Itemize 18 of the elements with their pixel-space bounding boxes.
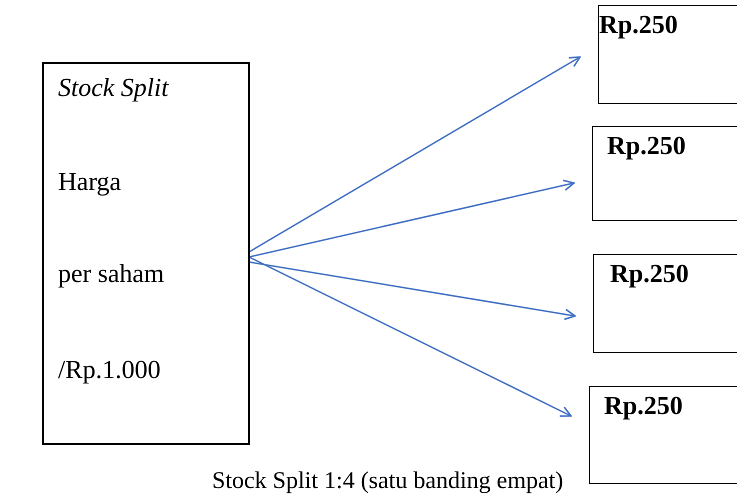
arrow [248,261,576,320]
arrow [248,180,575,258]
price-text: Rp.250 [607,131,686,161]
caption: Stock Split 1:4 (satu banding empat) [212,468,564,495]
box-heading: Stock Split [58,73,168,103]
arrow [248,56,581,253]
price-text: Rp.250 [604,391,683,421]
result-box [598,5,737,104]
source-box [42,62,250,445]
box-text: per saham [58,259,164,289]
price-text: Rp.250 [610,259,689,289]
result-box [589,386,737,484]
result-box [592,126,737,221]
box-text: Harga [58,167,122,197]
result-box [593,254,737,353]
box-text: /Rp.1.000 [58,355,161,385]
arrow [248,256,572,417]
price-text: Rp.250 [599,10,678,40]
